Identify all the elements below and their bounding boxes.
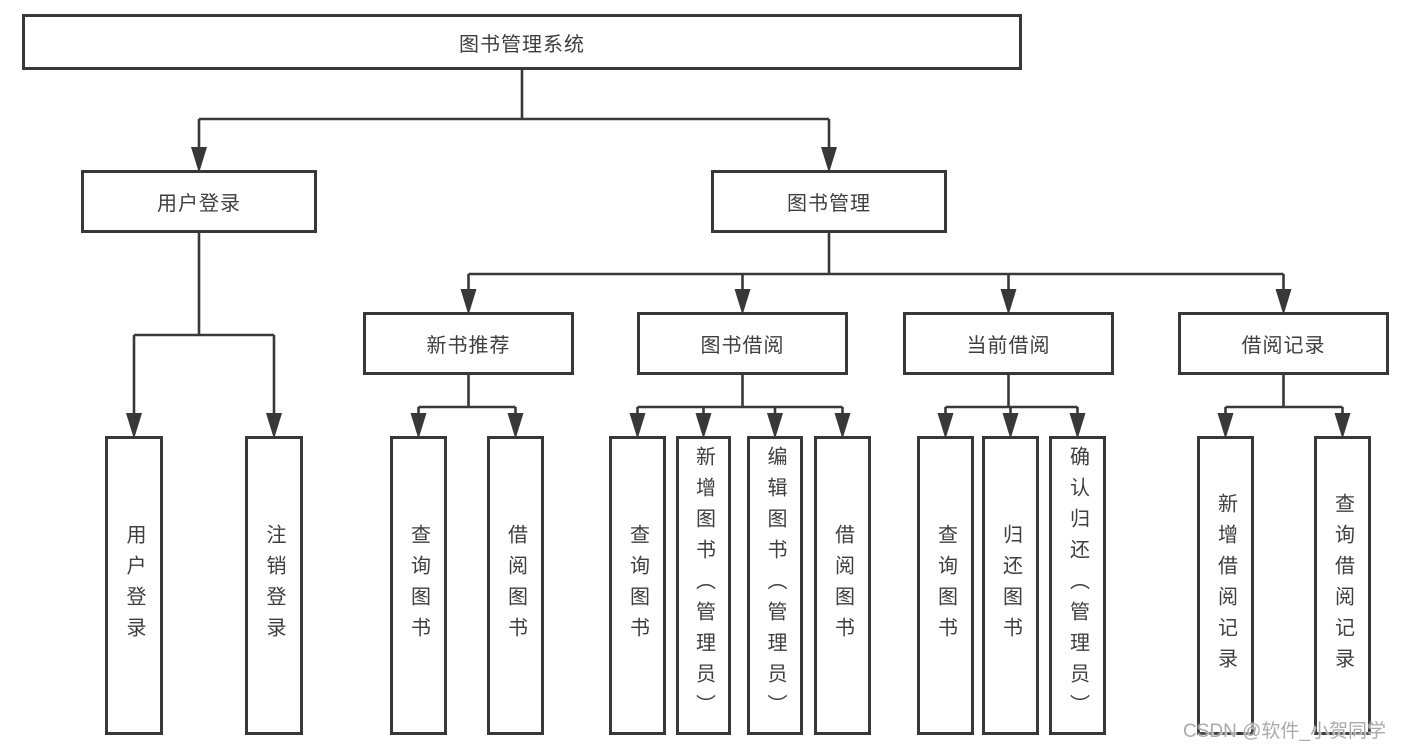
node-leaf-borrow-book-2: 借阅图书 bbox=[814, 436, 871, 735]
arrowhead-leaf-borrow-book-1 bbox=[507, 413, 524, 439]
watermark: CSDN @软件_小贺同学 bbox=[1183, 721, 1386, 742]
node-label: 用户登录 bbox=[123, 523, 145, 648]
edge-from-user-login bbox=[132, 233, 276, 416]
edge-from-root bbox=[197, 70, 831, 150]
node-label: 借阅记录 bbox=[1241, 335, 1326, 357]
node-leaf-user-login: 用户登录 bbox=[105, 436, 163, 735]
edge-from-current-borrow bbox=[944, 375, 1079, 416]
arrowhead-leaf-edit-book bbox=[767, 413, 783, 439]
arrowhead-leaf-add-record bbox=[1217, 413, 1234, 439]
edge-from-book-borrow bbox=[636, 375, 844, 416]
node-label: 新增图书（管理员） bbox=[692, 446, 715, 725]
arrowhead-leaf-query-record bbox=[1334, 413, 1351, 439]
node-label: 查询图书 bbox=[626, 523, 649, 648]
node-new-book-rec: 新书推荐 bbox=[363, 312, 574, 375]
node-user-login: 用户登录 bbox=[81, 170, 317, 233]
node-leaf-add-record: 新增借阅记录 bbox=[1197, 436, 1254, 735]
node-label: 借阅图书 bbox=[504, 523, 527, 648]
node-leaf-query-record: 查询借阅记录 bbox=[1314, 436, 1371, 735]
arrowhead-leaf-confirm-return bbox=[1069, 413, 1086, 439]
node-leaf-confirm-return: 确认归还（管理员） bbox=[1049, 436, 1106, 735]
arrowhead-leaf-add-book bbox=[695, 413, 712, 439]
node-label: 查询借阅记录 bbox=[1331, 492, 1354, 679]
arrowhead-borrow-record bbox=[1275, 289, 1292, 315]
node-leaf-borrow-book-1: 借阅图书 bbox=[487, 436, 544, 735]
node-current-borrow: 当前借阅 bbox=[903, 312, 1114, 375]
node-root: 图书管理系统 bbox=[22, 14, 1022, 70]
arrowhead-user-login bbox=[191, 147, 207, 173]
node-label: 图书管理系统 bbox=[459, 33, 585, 56]
node-leaf-query-book-1: 查询图书 bbox=[390, 436, 447, 735]
node-label: 确认归还（管理员） bbox=[1066, 446, 1089, 725]
node-leaf-add-book: 新增图书（管理员） bbox=[676, 436, 731, 735]
node-borrow-record: 借阅记录 bbox=[1178, 312, 1389, 375]
node-label: 借阅图书 bbox=[831, 523, 854, 648]
arrowhead-leaf-return-book bbox=[1002, 413, 1019, 439]
node-label: 新书推荐 bbox=[426, 335, 511, 357]
node-label: 图书借阅 bbox=[700, 335, 785, 357]
node-book-borrow: 图书借阅 bbox=[637, 312, 848, 375]
node-label: 注销登录 bbox=[263, 523, 285, 648]
node-label: 用户登录 bbox=[157, 193, 241, 215]
arrowhead-leaf-borrow-book-2 bbox=[834, 413, 851, 439]
arrowhead-book-borrow bbox=[734, 289, 751, 315]
node-book-mgmt: 图书管理 bbox=[711, 170, 947, 233]
arrowhead-book-mgmt bbox=[821, 147, 837, 173]
arrowhead-leaf-logout bbox=[266, 413, 282, 439]
node-label: 编辑图书（管理员） bbox=[764, 446, 786, 725]
node-label: 归还图书 bbox=[999, 523, 1022, 648]
node-label: 新增借阅记录 bbox=[1214, 492, 1237, 679]
node-label: 查询图书 bbox=[407, 523, 430, 648]
edge-from-new-book-rec bbox=[417, 375, 517, 416]
arrowhead-leaf-query-book-1 bbox=[410, 413, 427, 439]
node-leaf-edit-book: 编辑图书（管理员） bbox=[747, 436, 803, 735]
node-label: 当前借阅 bbox=[966, 335, 1051, 357]
node-leaf-query-book-2: 查询图书 bbox=[609, 436, 666, 735]
node-label: 图书管理 bbox=[787, 193, 871, 215]
arrowhead-leaf-query-book-2 bbox=[629, 413, 646, 439]
node-leaf-logout: 注销登录 bbox=[245, 436, 303, 735]
arrowhead-new-book-rec bbox=[460, 289, 477, 315]
edge-from-borrow-record bbox=[1224, 375, 1344, 416]
arrowhead-leaf-query-book-3 bbox=[937, 413, 954, 439]
arrowhead-leaf-user-login bbox=[126, 413, 142, 439]
arrowhead-current-borrow bbox=[1000, 289, 1017, 315]
node-label: 查询图书 bbox=[934, 523, 957, 648]
node-leaf-query-book-3: 查询图书 bbox=[917, 436, 974, 735]
edge-from-book-mgmt bbox=[467, 233, 1285, 292]
node-leaf-return-book: 归还图书 bbox=[982, 436, 1039, 735]
